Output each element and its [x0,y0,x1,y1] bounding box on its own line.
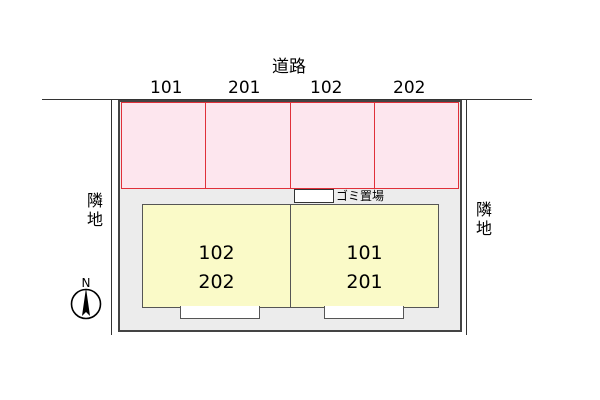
parking-label-4: 202 [393,78,426,98]
entrance-step-left [180,306,260,319]
parking-label-2: 201 [228,78,261,98]
unit-number: 202 [198,271,235,293]
parking-space [122,103,207,188]
parking-space [375,103,458,188]
neighbor-label-left: 隣地 [86,191,103,229]
garbage-label: ゴミ置場 [336,189,385,203]
compass-label: N [82,276,91,290]
building-left: 102 202 [142,204,291,308]
boundary-line-right [466,99,467,335]
boundary-line-left [111,99,112,335]
parking-area [121,102,459,189]
compass: N [66,276,106,324]
neighbor-label-right: 隣地 [475,200,492,238]
building-right: 101 201 [290,204,439,308]
road-label: 道路 [272,57,306,77]
unit-number: 101 [346,242,383,264]
parking-label-3: 102 [310,78,343,98]
garbage-area [294,189,334,203]
parking-label-1: 101 [150,78,183,98]
parking-space [206,103,291,188]
entrance-step-right [324,306,404,319]
parking-space [291,103,375,188]
unit-number: 201 [346,271,383,293]
road-line [42,99,532,100]
compass-icon: N [70,276,102,320]
unit-number: 102 [198,242,235,264]
